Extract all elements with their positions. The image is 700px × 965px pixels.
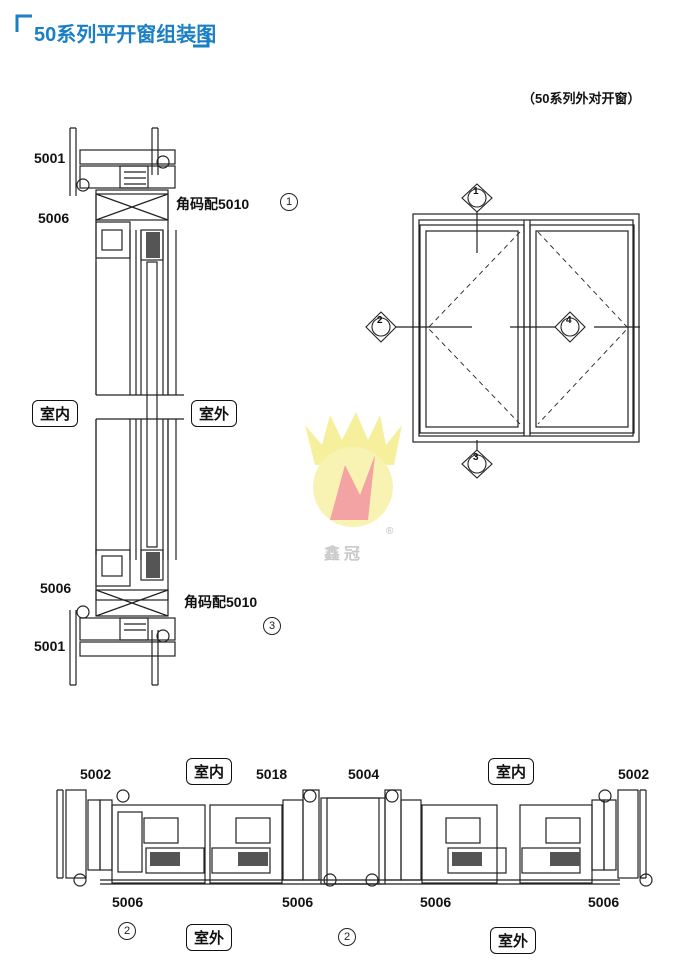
label-top-sash: 5006 (38, 210, 70, 226)
tag-outdoor-left: 室外 (186, 924, 233, 951)
page-title: 50系列平开窗组装图 (34, 24, 217, 46)
elevation-marker-2 (365, 311, 397, 343)
label-mullion-left: 5018 (256, 766, 288, 782)
tag-indoor: 室内 (32, 400, 79, 427)
label-left-frame: 5002 (80, 766, 112, 782)
label-mullion-center: 5004 (348, 766, 380, 782)
label-top-corner: 角码配5010 (176, 196, 250, 212)
marker-bottom-center: 2 (338, 928, 356, 946)
elevation-marker-4 (554, 311, 586, 343)
title-bracket (15, 14, 210, 48)
label-sash-3: 5006 (420, 894, 452, 910)
glass-spacer-top (146, 232, 160, 258)
label-top-frame: 5001 (34, 150, 66, 166)
tag-outdoor-right: 室外 (490, 927, 537, 954)
watermark-text: 鑫冠 (324, 546, 365, 563)
elevation-marker-1 (461, 183, 493, 213)
vertical-section (69, 127, 185, 686)
elevation-marker-3 (461, 449, 493, 479)
label-bottom-corner: 角码配5010 (184, 594, 258, 610)
marker-top: 1 (280, 193, 298, 211)
glass-spacer-bottom (146, 552, 160, 578)
elevation-marker-3-label: 3 (473, 452, 479, 463)
elevation-marker-4-label: 4 (566, 315, 572, 326)
elevation-marker-1-label: 1 (473, 186, 479, 197)
label-right-frame: 5002 (618, 766, 650, 782)
label-sash-1: 5006 (112, 894, 144, 910)
label-sash-2: 5006 (282, 894, 314, 910)
horizontal-glass-spacers (150, 852, 580, 866)
label-bottom-frame: 5001 (34, 638, 66, 654)
horizontal-section (56, 789, 653, 887)
tag-indoor-left: 室内 (186, 758, 233, 785)
opening-indicator (427, 231, 629, 425)
elevation-marker-2-label: 2 (377, 315, 383, 326)
label-bottom-sash: 5006 (40, 580, 72, 596)
tag-indoor-right: 室内 (488, 758, 535, 785)
tag-outdoor: 室外 (191, 400, 238, 427)
watermark-registered: ® (386, 526, 394, 537)
marker-bottom-left: 2 (118, 922, 136, 940)
marker-bottom: 3 (263, 617, 281, 635)
window-elevation (375, 205, 640, 470)
label-sash-4: 5006 (588, 894, 620, 910)
watermark-logo (305, 412, 402, 527)
elevation-subtitle: （50系列外对开窗） (522, 91, 641, 106)
